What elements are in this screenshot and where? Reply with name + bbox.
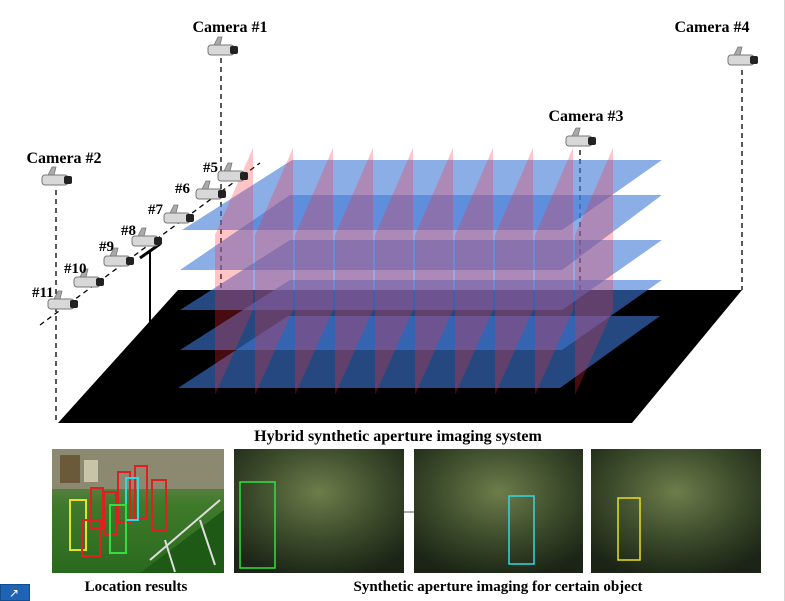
camera-4: Camera #4 (674, 19, 758, 65)
camera-1: Camera #1 (192, 19, 267, 55)
location-results-image (52, 449, 224, 573)
synthetic-image-1 (234, 449, 404, 573)
camera-array-label-5: #5 (203, 160, 218, 176)
camera-array-label-8: #8 (121, 223, 136, 239)
expand-button[interactable]: ↗ (0, 584, 30, 601)
cctv-camera-icon (218, 163, 248, 181)
cctv-camera-icon (164, 205, 194, 223)
synthetic-caption: Synthetic aperture imaging for certain o… (354, 579, 643, 595)
camera-2-label: Camera #2 (26, 150, 101, 167)
camera-array-label-6: #6 (175, 181, 191, 197)
camera-4-label: Camera #4 (674, 19, 749, 36)
cctv-camera-icon (42, 167, 72, 185)
cctv-camera-icon (196, 181, 226, 199)
expand-arrow-icon: ↗ (9, 586, 19, 600)
camera-array-label-10: #10 (64, 261, 87, 277)
camera-1-label: Camera #1 (192, 19, 267, 36)
camera-array-label-7: #7 (148, 202, 164, 218)
camera-array-label-11: #11 (32, 285, 54, 301)
cctv-camera-icon (208, 37, 238, 55)
camera-array-label-9: #9 (99, 239, 114, 255)
camera-2: Camera #2 (26, 150, 101, 185)
cctv-camera-icon (132, 228, 162, 246)
location-caption: Location results (85, 579, 188, 595)
system-caption: Hybrid synthetic aperture imaging system (254, 428, 542, 445)
camera-3-label: Camera #3 (548, 108, 623, 125)
cctv-camera-icon (728, 47, 758, 65)
synthetic-image-3 (591, 449, 761, 573)
camera-3: Camera #3 (548, 108, 623, 146)
synthetic-image-2 (414, 449, 583, 573)
cctv-camera-icon (566, 128, 596, 146)
